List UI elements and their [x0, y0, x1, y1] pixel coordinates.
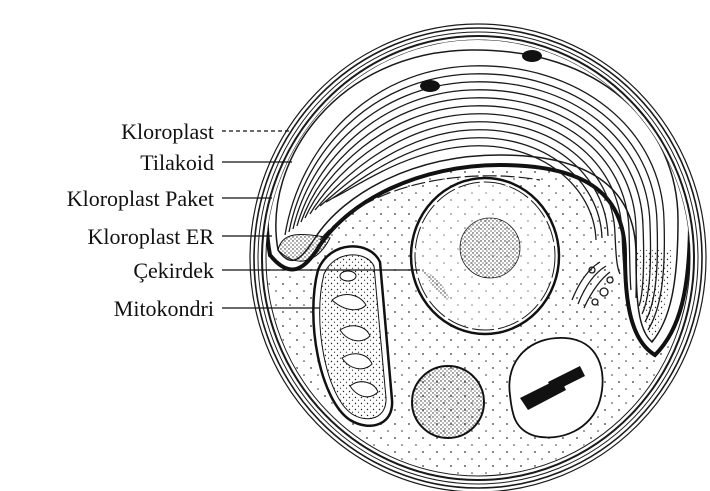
- dense-granule: [412, 366, 484, 438]
- nucleolus: [460, 218, 520, 278]
- label-thylakoid: Tilakoid: [140, 150, 214, 175]
- label-chloroplast-packet: Kloroplast Paket: [67, 186, 214, 211]
- label-chloroplast: Kloroplast: [121, 119, 214, 144]
- chloroplast-granule: [522, 50, 542, 62]
- chloroplast-granule: [420, 80, 440, 92]
- label-chloroplast-er: Kloroplast ER: [88, 224, 215, 249]
- labels: Kloroplast Tilakoid Kloroplast Paket Klo…: [67, 119, 215, 321]
- label-nucleus: Çekirdek: [133, 258, 214, 283]
- label-mitochondrion: Mitokondri: [114, 296, 214, 321]
- nucleus-body: [411, 178, 559, 334]
